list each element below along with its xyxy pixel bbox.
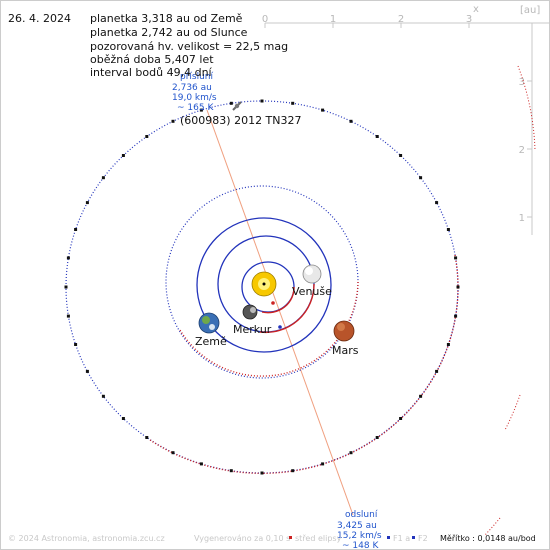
orbit-point <box>85 369 89 373</box>
x-tick-label: 3 <box>466 14 472 25</box>
info-line: oběžná doba 5,407 let <box>90 53 214 66</box>
orbit-point <box>419 394 423 398</box>
orbit-point <box>349 119 353 123</box>
x-tick-label: 1 <box>330 14 336 25</box>
venus-orbit-south <box>259 283 315 334</box>
info-line: interval bodů 49,4 dní <box>90 66 213 79</box>
orbit-point <box>375 436 379 439</box>
focus-dot <box>278 325 282 329</box>
orbit-point <box>446 343 450 346</box>
sun <box>251 271 277 297</box>
info-line: pozorovaná hv. velikost = 22,5 mag <box>90 40 288 53</box>
orbit-point <box>456 285 460 289</box>
axes: 0 1 2 3 x [au] 3 2 1 <box>262 4 550 235</box>
perihelion-annotation: přísluní 2,736 au 19,0 km/s ~ 165 K <box>172 72 217 113</box>
orbit-point <box>260 99 264 103</box>
orbit-point <box>121 154 125 157</box>
aphelion-annotation: odsluní 3,425 au 15,2 km/s ~ 148 K <box>337 510 382 550</box>
orbit-point <box>291 469 295 473</box>
aphelion-distance: 3,425 au <box>337 521 377 531</box>
earth <box>198 312 220 334</box>
mercury <box>242 304 258 320</box>
asteroid-marker <box>232 101 242 111</box>
info-line: planetka 3,318 au od Země <box>90 12 243 25</box>
orbit-point <box>229 469 233 473</box>
orbit-point <box>419 176 423 180</box>
legend-center-marker <box>289 536 292 539</box>
orbit-point <box>321 108 325 112</box>
orbit-point <box>454 256 458 260</box>
orbit-point <box>291 101 295 105</box>
orbit-point <box>64 285 68 289</box>
orbit-point <box>375 135 379 138</box>
orbit-point <box>101 394 105 398</box>
outer-planet-orbit-arc <box>517 65 536 151</box>
mercury-orbit-south <box>261 286 295 314</box>
asteroid-name: (600983) 2012 TN327 <box>180 114 302 127</box>
y-tick-label: 3 <box>519 77 525 88</box>
perihelion-label: přísluní <box>180 72 214 82</box>
orbit-point <box>399 417 403 420</box>
orbit-point <box>446 228 450 231</box>
legend-f2-label: F2 <box>418 534 428 543</box>
legend-foci-label: F1 a <box>393 534 410 543</box>
orbit-point <box>199 462 203 466</box>
aphelion-label: odsluní <box>345 510 378 520</box>
orbit-point <box>435 369 439 373</box>
orbit-point <box>66 256 70 260</box>
orbit-point <box>121 417 125 420</box>
x-tick-label: 0 <box>262 14 268 25</box>
legend-focus-marker <box>387 536 390 539</box>
orbit-point <box>349 451 353 455</box>
orbit-point <box>74 343 78 346</box>
orbit-point <box>171 451 175 455</box>
outer-planet-orbit-arc <box>504 394 521 431</box>
orbit-point <box>74 228 78 231</box>
earth-orbit <box>196 217 332 353</box>
venus-label: Venuše <box>292 285 332 298</box>
mars <box>333 320 355 342</box>
legend-f2-marker <box>412 536 415 539</box>
earth-label: Země <box>195 335 227 348</box>
orbit-point <box>435 201 439 205</box>
orbit-point <box>171 119 175 123</box>
orbit-point <box>85 201 89 205</box>
mars-label: Mars <box>332 344 359 357</box>
aphelion-speed: 15,2 km/s <box>337 531 382 541</box>
perihelion-speed: 19,0 km/s <box>172 93 217 103</box>
ellipse-center-dot <box>271 301 275 305</box>
date-label: 26. 4. 2024 <box>8 12 71 25</box>
orbit-point-markers <box>64 99 460 475</box>
mars-orbit-south <box>179 281 359 377</box>
orbit-point <box>101 176 105 180</box>
orbit-point <box>199 108 203 112</box>
perihelion-temperature: ~ 165 K <box>177 103 214 113</box>
orbit-point <box>321 462 325 466</box>
y-tick-label: 1 <box>519 213 525 224</box>
legend-center-label: střed elipsy <box>295 534 342 543</box>
copyright-text: © 2024 Astronomia, astronomia.zcu.cz <box>8 534 165 543</box>
perihelion-distance: 2,736 au <box>172 83 212 93</box>
y-tick-label: 2 <box>519 145 525 156</box>
generated-text: Vygenerováno za 0,10 s <box>194 534 290 543</box>
outer-planet-orbit-arc <box>484 517 501 536</box>
scale-text: Měřítko : 0,0148 au/bod <box>440 534 536 543</box>
apsis-line <box>206 109 354 516</box>
aphelion-temperature: ~ 148 K <box>342 541 379 550</box>
orbit-point <box>399 154 403 157</box>
x-axis-label: x <box>473 4 479 15</box>
orbit-point <box>66 314 70 318</box>
orbit-point <box>229 101 233 105</box>
venus <box>302 264 322 284</box>
orbit-point <box>454 314 458 318</box>
orbit-point <box>145 135 149 138</box>
mercury-label: Merkur <box>233 323 272 336</box>
x-tick-label: 2 <box>398 14 404 25</box>
unit-label: [au] <box>520 5 540 16</box>
orbit-point <box>260 471 264 475</box>
info-line: planetka 2,742 au od Slunce <box>90 26 248 39</box>
orbit-point <box>145 436 149 439</box>
